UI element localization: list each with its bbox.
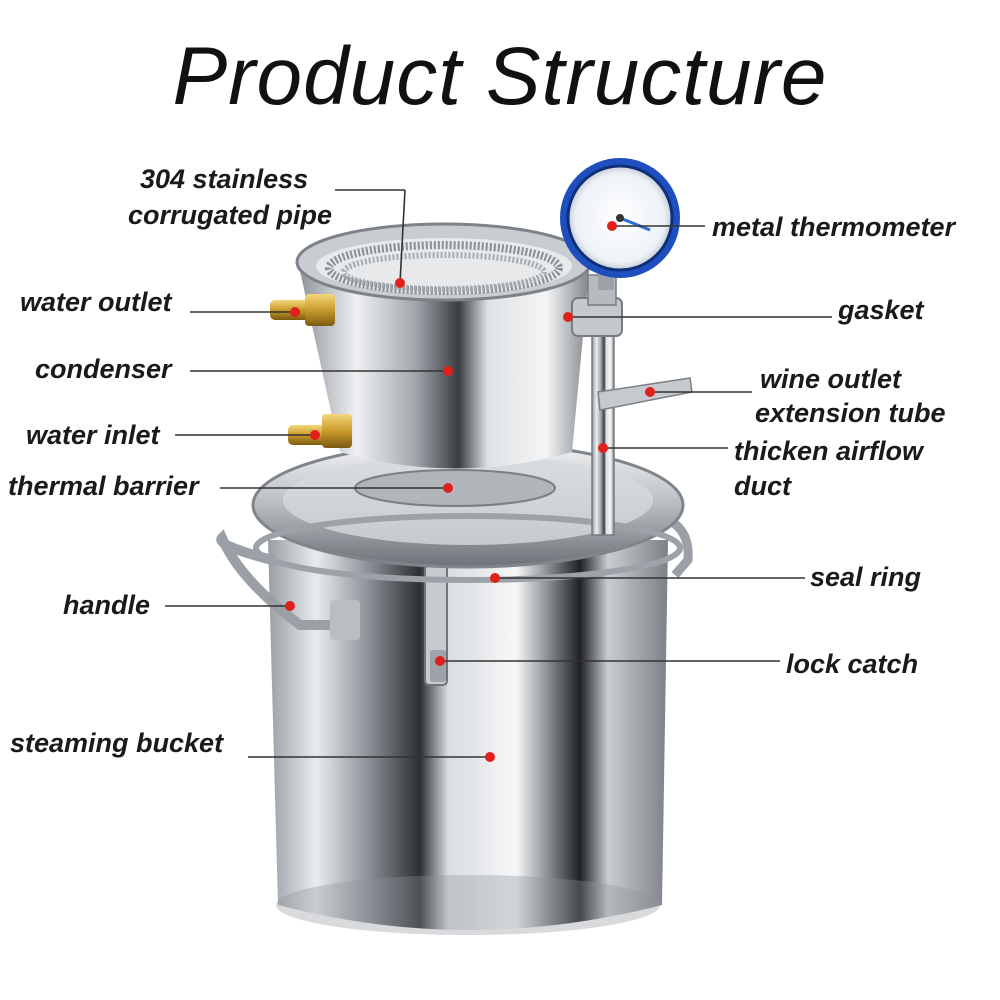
marker-condenser — [443, 366, 453, 376]
label-airflow-duct-line2: duct — [734, 471, 791, 501]
label-corrugated-pipe-line1: 304 stainless — [140, 164, 309, 194]
handle-shape — [216, 529, 355, 630]
marker-water-inlet — [310, 430, 320, 440]
marker-handle — [285, 601, 295, 611]
water-inlet-shape — [288, 414, 352, 448]
marker-metal-thermometer — [607, 221, 617, 231]
marker-corrugated-pipe — [395, 278, 405, 288]
marker-steaming-bucket — [485, 752, 495, 762]
airflow-duct-shape — [591, 309, 615, 536]
leader-lines — [165, 189, 832, 758]
label-seal-ring: seal ring — [810, 562, 922, 592]
condenser-shape — [298, 262, 590, 469]
label-gasket: gasket — [838, 295, 924, 325]
marker-wine-outlet — [645, 387, 655, 397]
label-handle: handle — [63, 590, 151, 620]
label-water-outlet: water outlet — [20, 287, 172, 317]
marker-water-outlet — [290, 307, 300, 317]
steaming-bucket-shape — [268, 540, 668, 930]
label-thermal-barrier: thermal barrier — [8, 471, 199, 501]
marker-thermal-barrier — [443, 483, 453, 493]
water-outlet-shape — [270, 294, 335, 326]
marker-dots — [285, 221, 655, 762]
label-airflow-duct-line1: thicken airflow — [734, 436, 924, 466]
marker-gasket — [563, 312, 573, 322]
label-corrugated-pipe-line2: corrugated pipe — [128, 200, 333, 230]
label-wine-outlet-line1: wine outlet — [760, 364, 901, 394]
label-lock-catch: lock catch — [786, 649, 919, 679]
label-steaming-bucket: steaming bucket — [10, 728, 224, 758]
seal-ring-shape — [253, 513, 683, 583]
marker-seal-ring — [490, 573, 500, 583]
label-wine-outlet-line2: extension tube — [755, 398, 946, 428]
corrugated-pipe-shape — [325, 241, 563, 295]
metal-thermometer-shape — [560, 158, 680, 290]
page-title: Product Structure — [172, 31, 828, 122]
marker-airflow-duct — [598, 443, 608, 453]
label-water-inlet: water inlet — [26, 420, 160, 450]
label-condenser: condenser — [35, 354, 172, 384]
label-metal-thermometer: metal thermometer — [712, 212, 956, 242]
marker-lock-catch — [435, 656, 445, 666]
